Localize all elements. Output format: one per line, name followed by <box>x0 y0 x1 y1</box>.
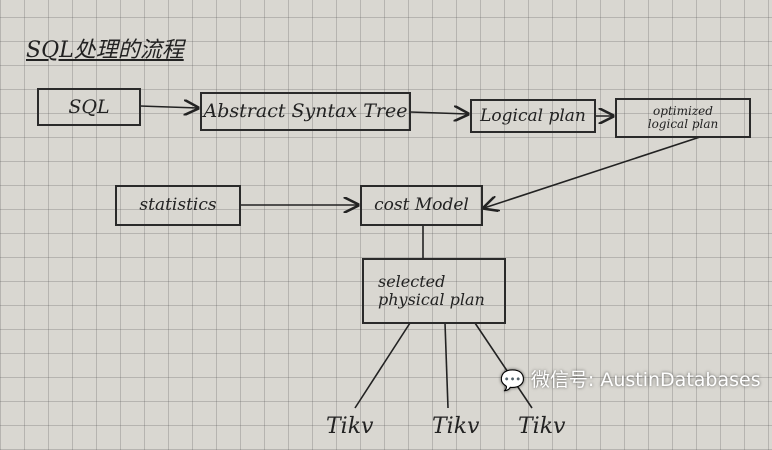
node-sql: SQL <box>37 88 141 126</box>
node-ast: Abstract Syntax Tree <box>200 92 411 131</box>
node-tikv-1: Tikv <box>326 414 374 439</box>
arrow-ast-logical <box>409 112 468 114</box>
node-tikv-2: Tikv <box>432 414 480 439</box>
watermark: 💬 微信号: AustinDatabases <box>500 368 761 392</box>
node-logical-plan: Logical plan <box>470 99 596 133</box>
diagram-title: SQL处理的流程 <box>26 38 184 63</box>
watermark-text: 微信号: AustinDatabases <box>530 369 761 391</box>
node-cost-model: cost Model <box>360 185 483 226</box>
line-selected-tikv2 <box>444 322 449 409</box>
arrow-sql-ast <box>139 106 198 108</box>
line-selected-tikv1 <box>354 322 411 409</box>
wechat-icon: 💬 <box>500 368 525 392</box>
node-statistics: statistics <box>115 185 241 226</box>
arrow-optimized-cost <box>484 136 701 208</box>
node-selected-physical-plan: selected physical plan <box>362 258 506 324</box>
line-selected-tikv3 <box>474 322 533 409</box>
node-tikv-3: Tikv <box>518 414 566 439</box>
node-optimized-logical-plan: optimized logical plan <box>615 98 751 138</box>
